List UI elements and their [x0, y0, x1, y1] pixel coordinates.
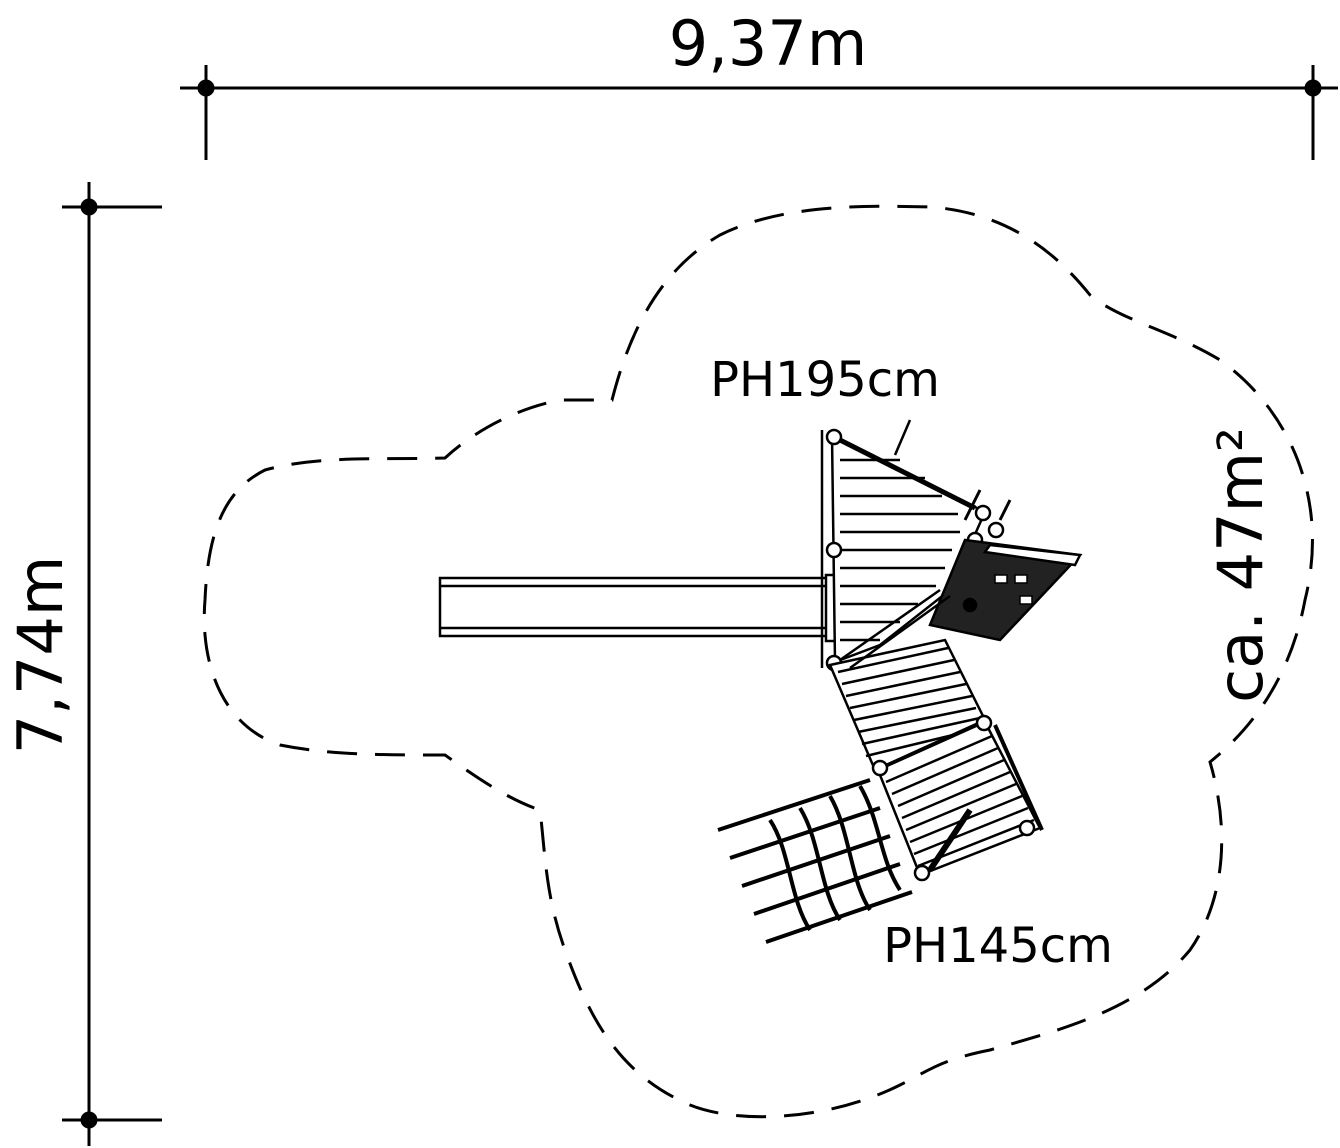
roof-panel — [928, 489, 1083, 642]
lower-platform-height-label: PH145cm — [883, 918, 1113, 974]
lower-platform — [871, 714, 1044, 882]
climbing-net — [717, 778, 913, 944]
upper-platform — [820, 419, 1005, 672]
width-label: 9,37m — [669, 7, 867, 80]
safety-area-label: ca. 47m² — [1204, 427, 1277, 703]
depth-dimension — [62, 182, 162, 1146]
connecting-bridge — [828, 588, 987, 772]
upper-platform-height-label: PH195cm — [710, 352, 940, 408]
safety-area-outline — [202, 204, 1314, 1119]
width-dimension — [180, 65, 1338, 160]
slide — [438, 573, 844, 643]
depth-label: 7,74m — [4, 556, 77, 754]
